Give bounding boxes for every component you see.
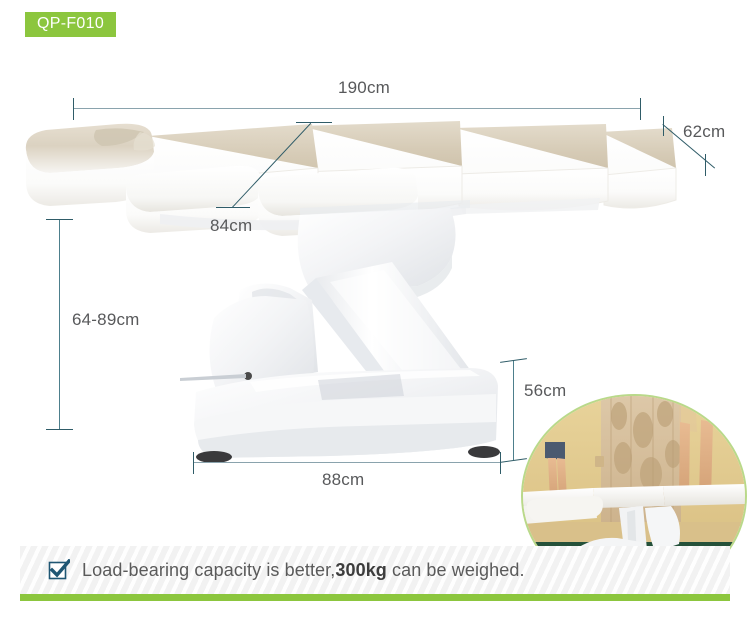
- caption-text: Load-bearing capacity is better,300kg ca…: [82, 560, 525, 581]
- dimension-base-width-label: 88cm: [322, 470, 365, 489]
- dimension-width-label: 62cm: [683, 122, 726, 141]
- caption-bar: Load-bearing capacity is better,300kg ca…: [20, 546, 730, 601]
- dimension-backrest-label: 84cm: [210, 216, 253, 235]
- caption-text-after: can be weighed.: [386, 559, 525, 580]
- model-badge: QP-F010: [25, 12, 117, 37]
- product-illustration: [25, 121, 677, 463]
- checkbox-checked-icon: [48, 559, 70, 580]
- caption-highlight: 300kg: [335, 559, 387, 580]
- dimension-base-height-label: 56cm: [524, 381, 567, 400]
- dimension-height-label: 64-89cm: [72, 310, 140, 329]
- dimension-length-label: 190cm: [338, 78, 391, 97]
- caption-text-before: Load-bearing capacity is better,: [82, 559, 336, 580]
